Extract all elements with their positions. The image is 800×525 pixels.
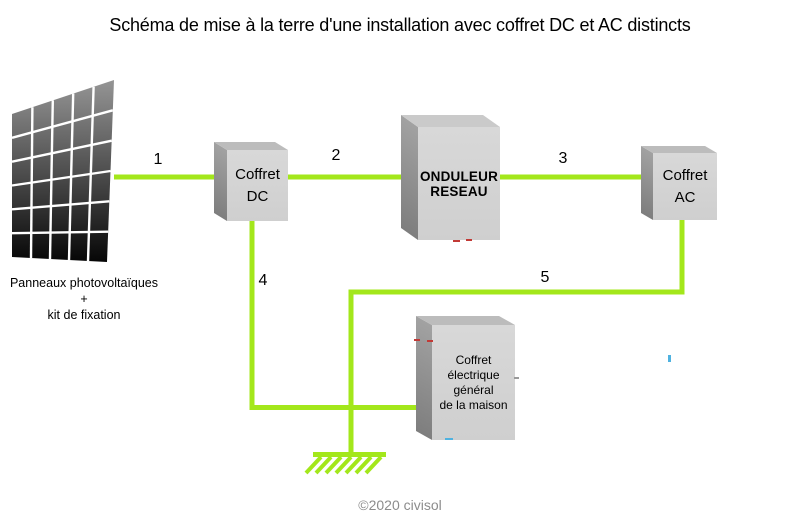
wire-label-3: 3 [558, 150, 568, 167]
box-front-face: Coffret électrique général de la maison [432, 325, 515, 440]
wire-4 [249, 216, 424, 410]
stray-mark [514, 377, 519, 379]
box-front-face: Coffret AC [653, 153, 717, 220]
box-top-face [213, 142, 288, 150]
box-label: DC [246, 187, 269, 205]
box-label: Coffret [662, 166, 708, 184]
box-side-face [401, 115, 418, 240]
wire-label-5: 5 [540, 269, 550, 286]
stray-mark [466, 239, 472, 241]
box-label: ONDULEUR [419, 168, 499, 184]
box-label: RESEAU [430, 183, 488, 199]
solar-panel [11, 80, 114, 262]
box-label: Coffret [455, 352, 492, 367]
panel-caption: Panneaux photovoltaïques + kit de fixati… [2, 275, 166, 323]
box-top-face [641, 146, 717, 153]
box-top-face [416, 316, 515, 325]
box-label: AC [674, 188, 696, 206]
solar-panel-face [12, 80, 114, 262]
panel-caption-line: kit de fixation [47, 308, 121, 322]
box-side-face [641, 145, 653, 220]
onduleur-reseau-box: ONDULEUR RESEAU [400, 115, 500, 240]
box-label: électrique [447, 367, 500, 382]
page-title: Schéma de mise à la terre d'une installa… [109, 15, 691, 35]
ground-hatch [304, 455, 383, 475]
wire-label-2: 2 [331, 147, 341, 164]
stray-mark [668, 355, 671, 362]
wire-5 [348, 214, 685, 452]
copyright-text: ©2020 civisol [358, 497, 442, 513]
coffret-ac-box: Coffret AC [641, 145, 717, 220]
wire-label-4: 4 [258, 272, 268, 289]
stray-mark [427, 340, 433, 342]
box-front-face: Coffret DC [227, 150, 288, 221]
coffret-general-box: Coffret électrique général de la maison [416, 315, 515, 440]
box-label: général [453, 382, 494, 397]
box-label: Coffret [235, 165, 280, 183]
box-label: de la maison [439, 397, 508, 412]
panel-caption-line: + [80, 292, 88, 306]
box-top-face [400, 115, 500, 127]
coffret-dc-box: Coffret DC [213, 142, 288, 221]
wire-label-1: 1 [153, 151, 163, 168]
box-side-face [416, 315, 432, 440]
panel-caption-line: Panneaux photovoltaïques [9, 276, 159, 290]
box-side-face [214, 142, 227, 221]
box-front-face: ONDULEUR RESEAU [418, 127, 500, 240]
solar-panel-grid [11, 86, 114, 262]
stray-mark [414, 339, 420, 341]
earthing-wires [114, 174, 685, 452]
stray-mark [445, 438, 453, 440]
stray-mark [453, 240, 460, 242]
earth-ground-symbol [304, 452, 386, 475]
